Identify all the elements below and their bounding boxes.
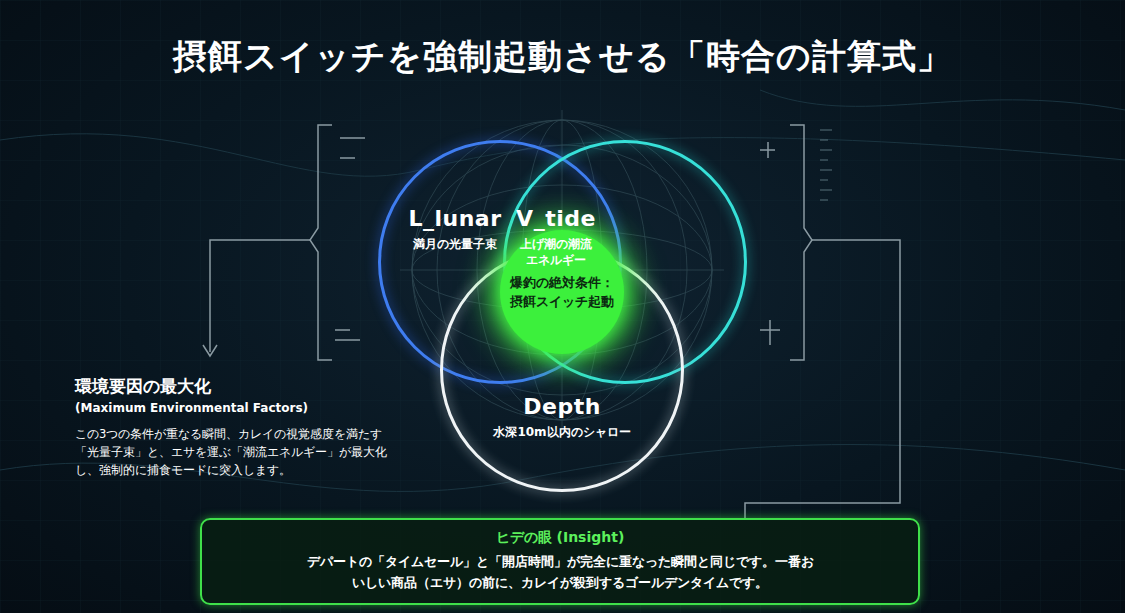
circle-subtext: 満月の光量子束	[413, 236, 497, 252]
side-note: 環境要因の最大化 (Maximum Environmental Factors) こ…	[75, 375, 415, 479]
circle-heading: L_lunar	[408, 206, 501, 231]
title: 摂餌スイッチを強制起動させる「時合の計算式」	[0, 34, 1125, 80]
circle-subtext: 水深10m以内のシャロー	[493, 424, 630, 440]
note-text: 環境要因の最大化	[75, 375, 415, 398]
insight-body: デパートの「タイムセール」と「開店時間」が完全に重なった瞬間と同じです。一番おい…	[305, 551, 815, 593]
note-text: (Maximum Environmental Factors)	[75, 401, 415, 415]
circle-subtext: 上げ潮の潮流エネルギー	[508, 236, 604, 268]
circle-heading: V_tide	[516, 206, 596, 231]
insight-box: ヒデの眼 (Insight) デパートの「タイムセール」と「開店時間」が完全に重な…	[200, 518, 920, 605]
insight-heading: ヒデの眼 (Insight)	[222, 529, 898, 547]
circle-heading: Depth	[523, 394, 601, 419]
circle-heading: 爆釣の絶対条件：摂餌スイッチ起動	[508, 273, 616, 311]
note-text: この3つの条件が重なる瞬間、カレイの視覚感度を満たす「光量子束」と、エサを運ぶ「…	[75, 425, 405, 479]
